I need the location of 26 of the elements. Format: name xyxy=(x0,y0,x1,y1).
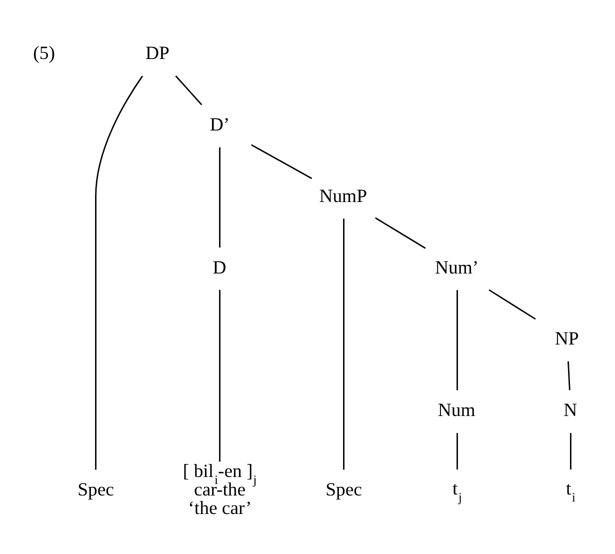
connector xyxy=(456,432,458,470)
connector xyxy=(219,290,220,462)
connector xyxy=(570,432,572,470)
connector xyxy=(343,218,344,470)
node-text: D’ xyxy=(210,114,230,136)
node-text: [ bil$_{i}$-en ]$_{j}$ car-the ‘the car’ xyxy=(182,460,257,520)
node-text: Spec xyxy=(78,480,114,501)
node-text: D xyxy=(212,257,226,278)
node-text: Num’ xyxy=(435,257,479,278)
connector xyxy=(219,147,220,248)
connector xyxy=(568,361,570,390)
node-text: t$_{i}$ xyxy=(566,478,576,504)
node-text: t$_{j}$ xyxy=(452,478,462,504)
node-text: NumP xyxy=(319,186,368,207)
connector xyxy=(488,289,536,320)
connector xyxy=(175,75,202,106)
node-text: N xyxy=(564,400,578,421)
label: (5) xyxy=(33,43,55,64)
connector xyxy=(456,290,458,390)
connector xyxy=(375,217,426,249)
connector xyxy=(251,144,312,180)
connector xyxy=(95,76,144,470)
node-text: NP xyxy=(554,328,579,350)
node-text: DP xyxy=(145,43,170,64)
node-text: Spec xyxy=(326,480,362,501)
node-text: Num xyxy=(438,400,476,421)
